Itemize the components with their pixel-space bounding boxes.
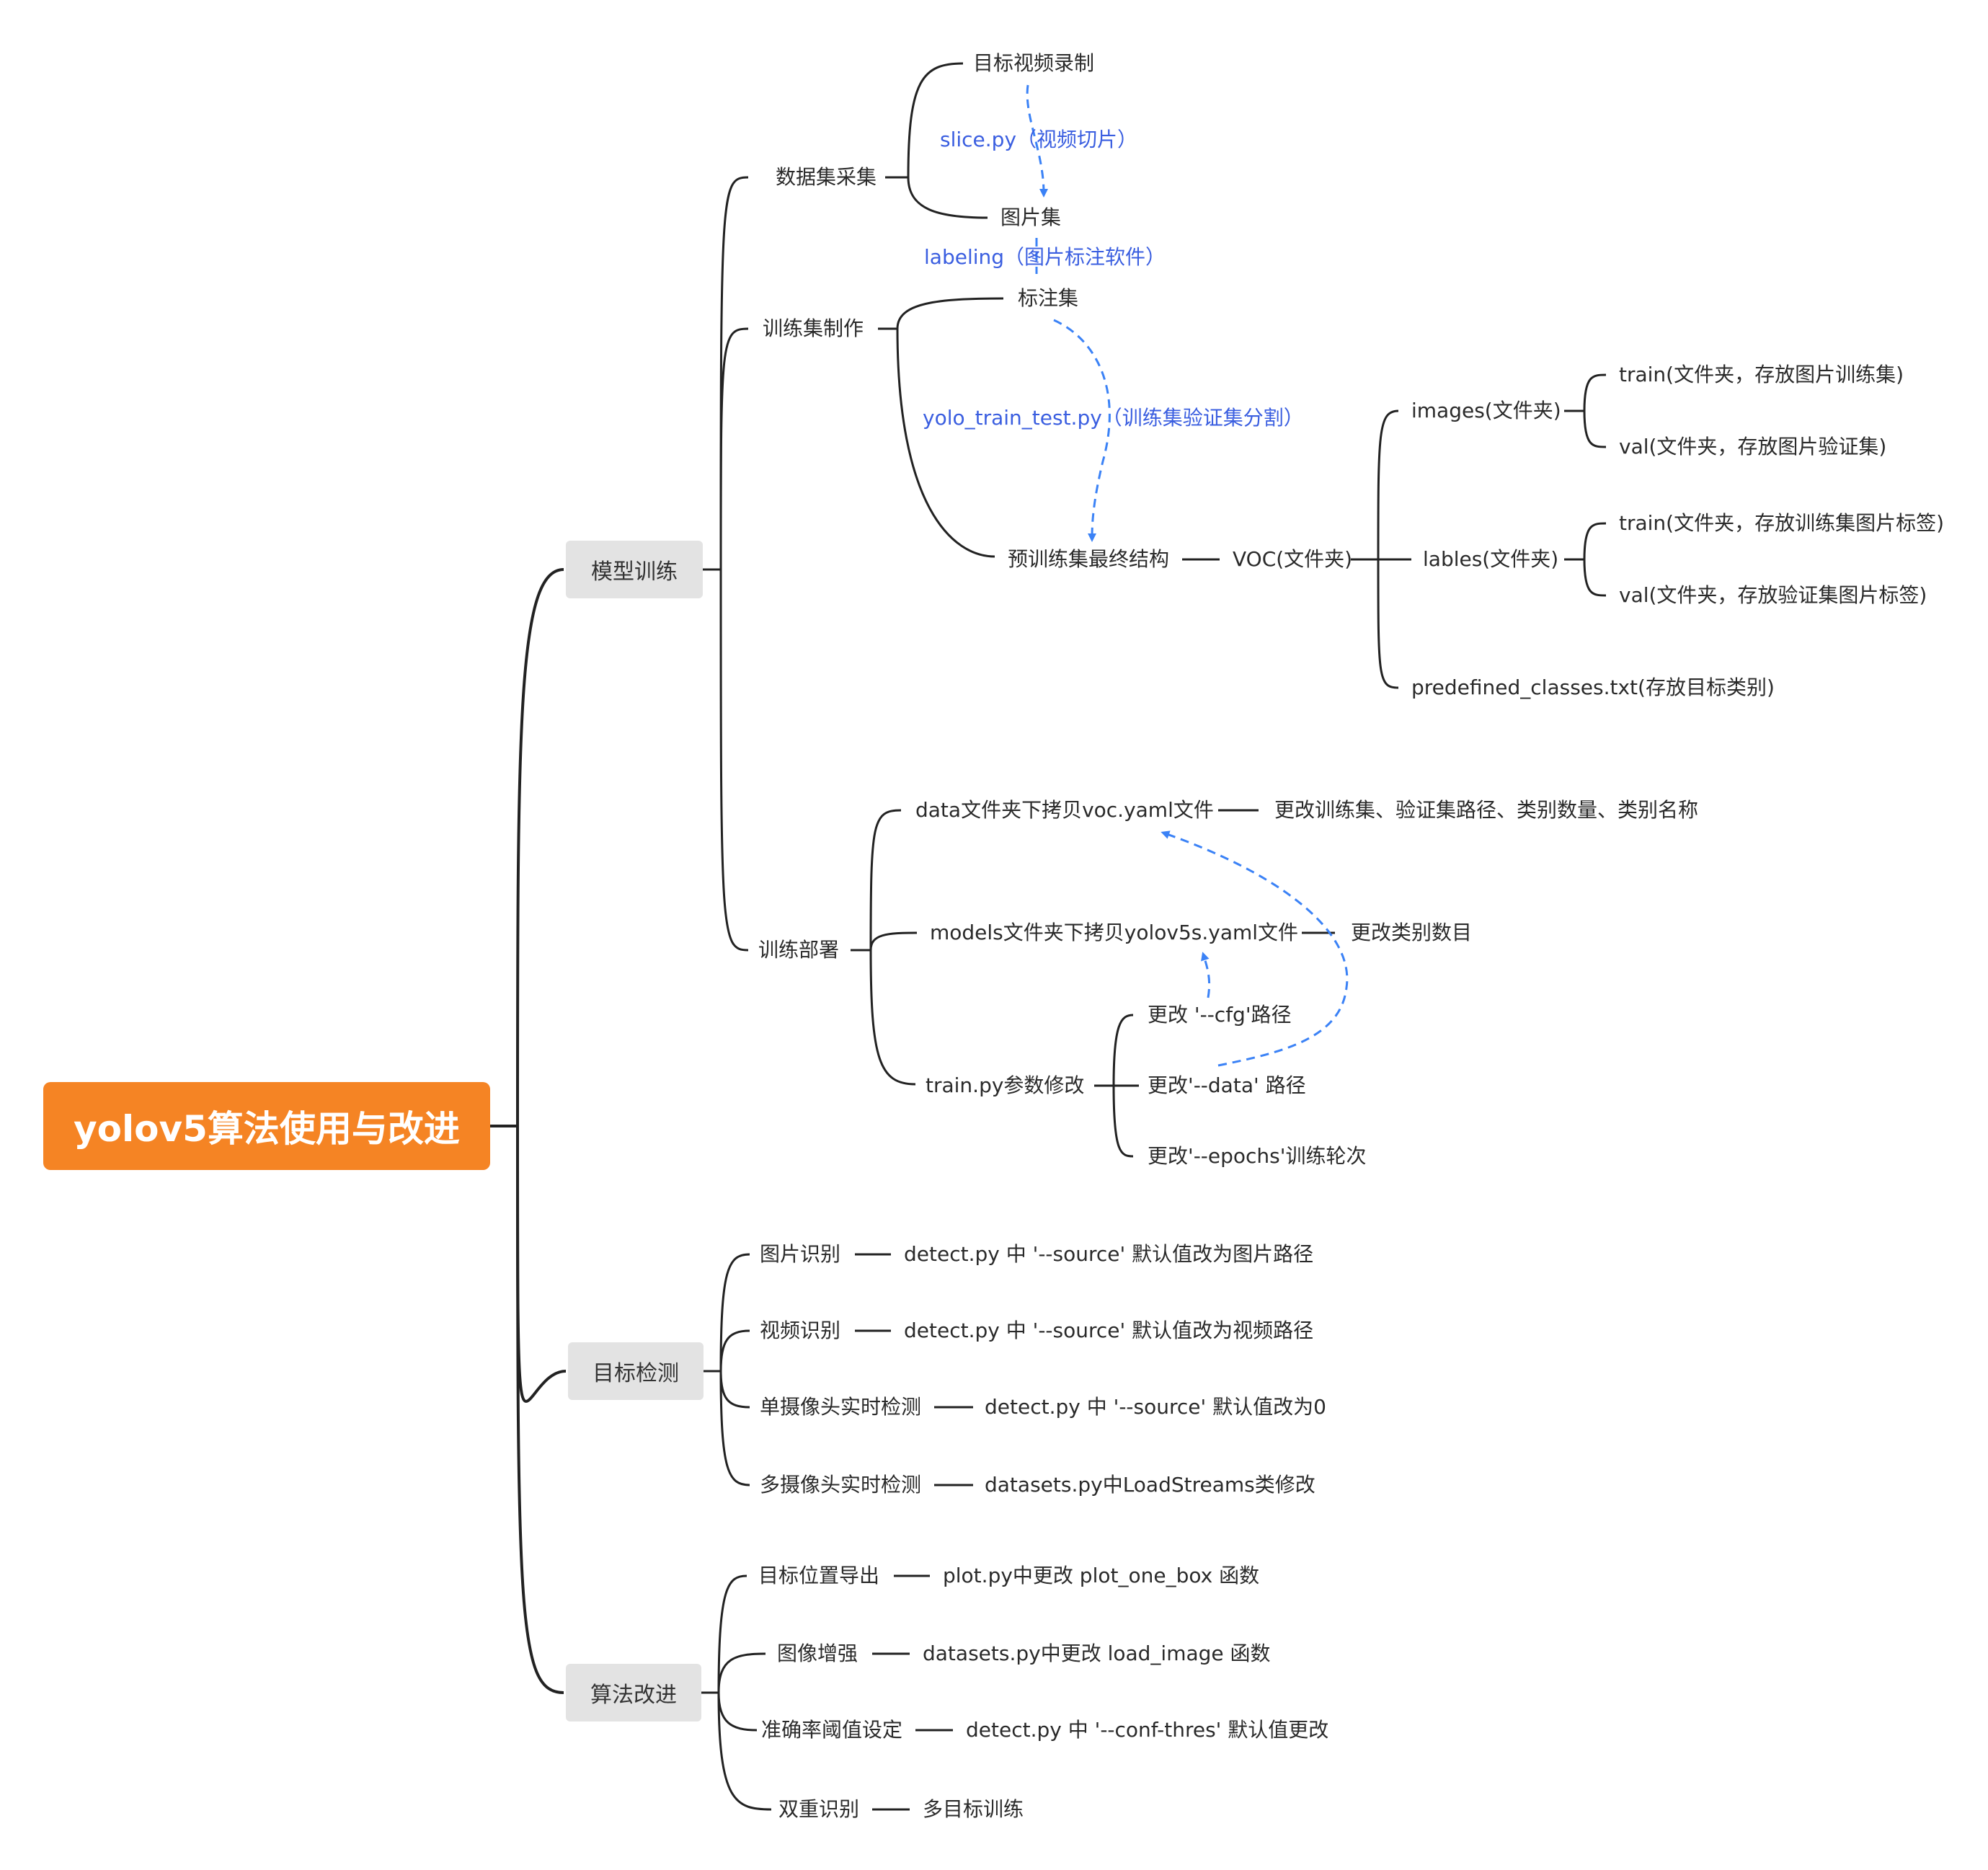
node-dataset-collection[interactable]: 数据集采集: [776, 165, 877, 189]
node-detect-video-note[interactable]: detect.py 中 '--source' 默认值改为视频路径: [904, 1319, 1314, 1342]
node-improve-enhancement-note[interactable]: datasets.py中更改 load_image 函数: [923, 1641, 1271, 1665]
node-improve-dual[interactable]: 双重识别: [778, 1797, 860, 1821]
node-improve-threshold-note[interactable]: detect.py 中 '--conf-thres' 默认值更改: [966, 1718, 1329, 1742]
label-labeling-tool: labeling（图片标注软件）: [924, 245, 1166, 269]
node-improve-threshold[interactable]: 准确率阈值设定: [761, 1718, 903, 1742]
node-images-folder[interactable]: images(文件夹): [1411, 399, 1561, 422]
node-detect-multi-camera-note[interactable]: datasets.py中LoadStreams类修改: [985, 1473, 1315, 1497]
node-detect-multi-camera[interactable]: 多摄像头实时检测: [760, 1473, 922, 1497]
node-epochs-param[interactable]: 更改'--epochs'训练轮次: [1148, 1144, 1367, 1168]
node-detect-image[interactable]: 图片识别: [760, 1242, 841, 1266]
node-train-params[interactable]: train.py参数修改: [926, 1073, 1085, 1097]
node-final-structure[interactable]: 预训练集最终结构: [1008, 547, 1170, 571]
node-data-yaml-note[interactable]: 更改训练集、验证集路径、类别数量、类别名称: [1274, 798, 1699, 822]
node-data-param[interactable]: 更改'--data' 路径: [1148, 1073, 1306, 1097]
node-improve-dual-note[interactable]: 多目标训练: [923, 1797, 1024, 1821]
root-node[interactable]: yolov5算法使用与改进: [43, 1082, 490, 1170]
node-lables-train[interactable]: train(文件夹，存放训练集图片标签): [1619, 511, 1945, 535]
node-detect-image-note[interactable]: detect.py 中 '--source' 默认值改为图片路径: [904, 1242, 1314, 1266]
node-data-yaml[interactable]: data文件夹下拷贝voc.yaml文件: [915, 798, 1214, 822]
node-trainset-build[interactable]: 训练集制作: [763, 316, 864, 340]
node-cfg-param[interactable]: 更改 '--cfg'路径: [1148, 1003, 1292, 1027]
node-lables-folder[interactable]: lables(文件夹): [1423, 547, 1559, 571]
node-model-yaml-note[interactable]: 更改类别数目: [1351, 921, 1473, 944]
node-annotation-set[interactable]: 标注集: [1018, 286, 1079, 310]
node-detect-video[interactable]: 视频识别: [760, 1319, 841, 1342]
node-voc-folder[interactable]: VOC(文件夹): [1233, 547, 1353, 571]
label-split-script: yolo_train_test.py（训练集验证集分割）: [923, 406, 1304, 430]
branch-model-training[interactable]: 模型训练: [566, 541, 703, 598]
node-improve-enhancement[interactable]: 图像增强: [777, 1641, 858, 1665]
branch-algorithm-improvement[interactable]: 算法改进: [566, 1664, 701, 1721]
node-images-val[interactable]: val(文件夹，存放图片验证集): [1619, 435, 1887, 458]
node-training-deploy[interactable]: 训练部署: [758, 938, 840, 962]
node-image-set[interactable]: 图片集: [1000, 205, 1062, 229]
node-model-yaml[interactable]: models文件夹下拷贝yolov5s.yaml文件: [930, 921, 1299, 944]
label-slice-script: slice.py（视频切片）: [940, 128, 1138, 151]
node-improve-position-export-note[interactable]: plot.py中更改 plot_one_box 函数: [943, 1564, 1260, 1587]
node-video-recording[interactable]: 目标视频录制: [973, 51, 1095, 75]
branch-object-detection[interactable]: 目标检测: [568, 1342, 704, 1400]
node-lables-val[interactable]: val(文件夹，存放验证集图片标签): [1619, 583, 1927, 607]
node-detect-single-camera[interactable]: 单摄像头实时检测: [760, 1395, 922, 1419]
node-improve-position-export[interactable]: 目标位置导出: [758, 1564, 880, 1587]
node-detect-single-camera-note[interactable]: detect.py 中 '--source' 默认值改为0: [985, 1395, 1326, 1419]
node-predefined-classes[interactable]: predefined_classes.txt(存放目标类别): [1411, 675, 1775, 699]
node-images-train[interactable]: train(文件夹，存放图片训练集): [1619, 363, 1904, 386]
